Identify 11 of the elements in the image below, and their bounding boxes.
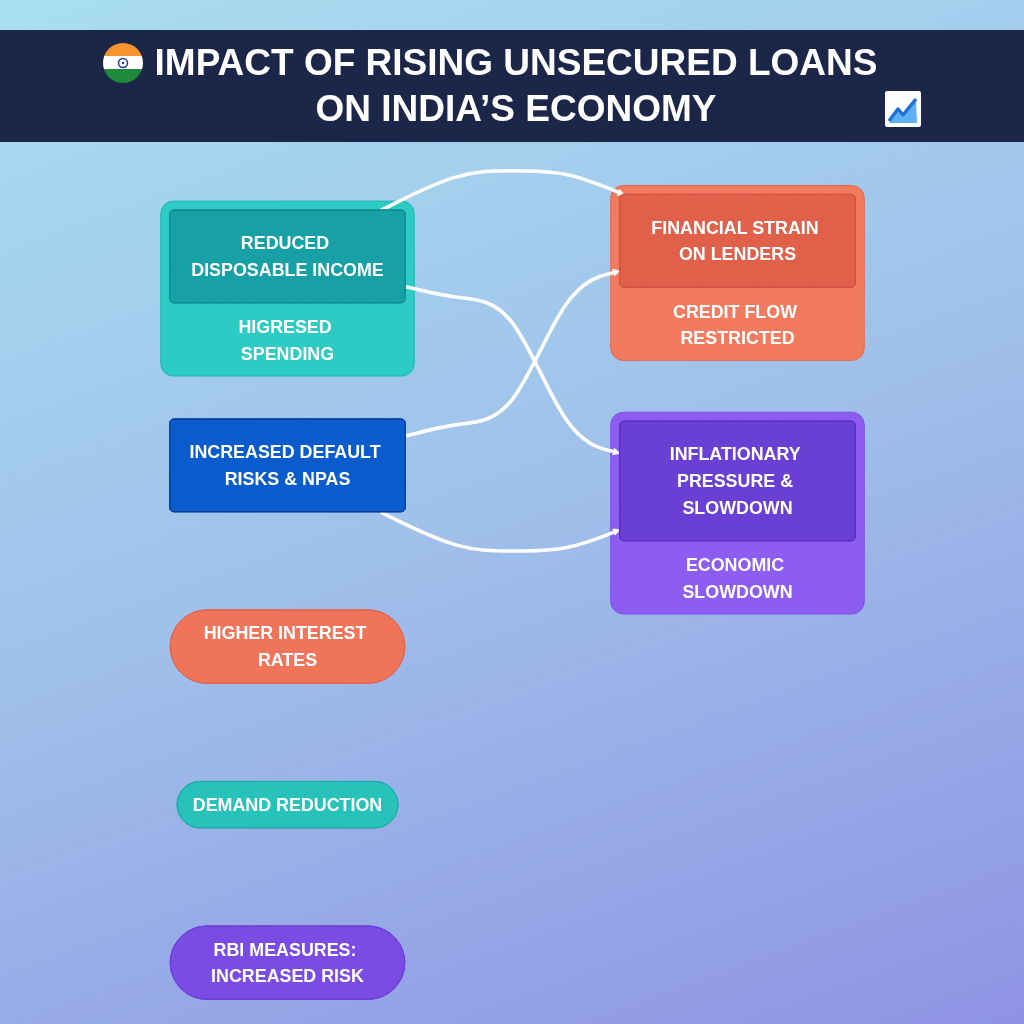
arrow: [404, 284, 620, 456]
pill-box: RBI MEASURES: INCREASED RISK: [169, 925, 405, 1000]
arrow: [379, 510, 620, 553]
process-box: INCREASED DEFAULT RISKS & NPAS: [168, 418, 406, 513]
process-box: REDUCED DISPOSABLE INCOME: [168, 209, 406, 304]
pill-box: HIGHER INTEREST RATES: [169, 609, 405, 684]
title: IMPACT OF RISING UNSECURED LOANS ON INDIA’S ECONOMY: [153, 41, 879, 131]
process-box: INFLATIONARY PRESSURE & SLOWDOWN: [618, 420, 856, 542]
process-box: FINANCIAL STRAIN ON LENDERS: [618, 193, 856, 288]
arrow: [404, 268, 620, 438]
pill-box: DEMAND REDUCTION: [176, 781, 398, 829]
